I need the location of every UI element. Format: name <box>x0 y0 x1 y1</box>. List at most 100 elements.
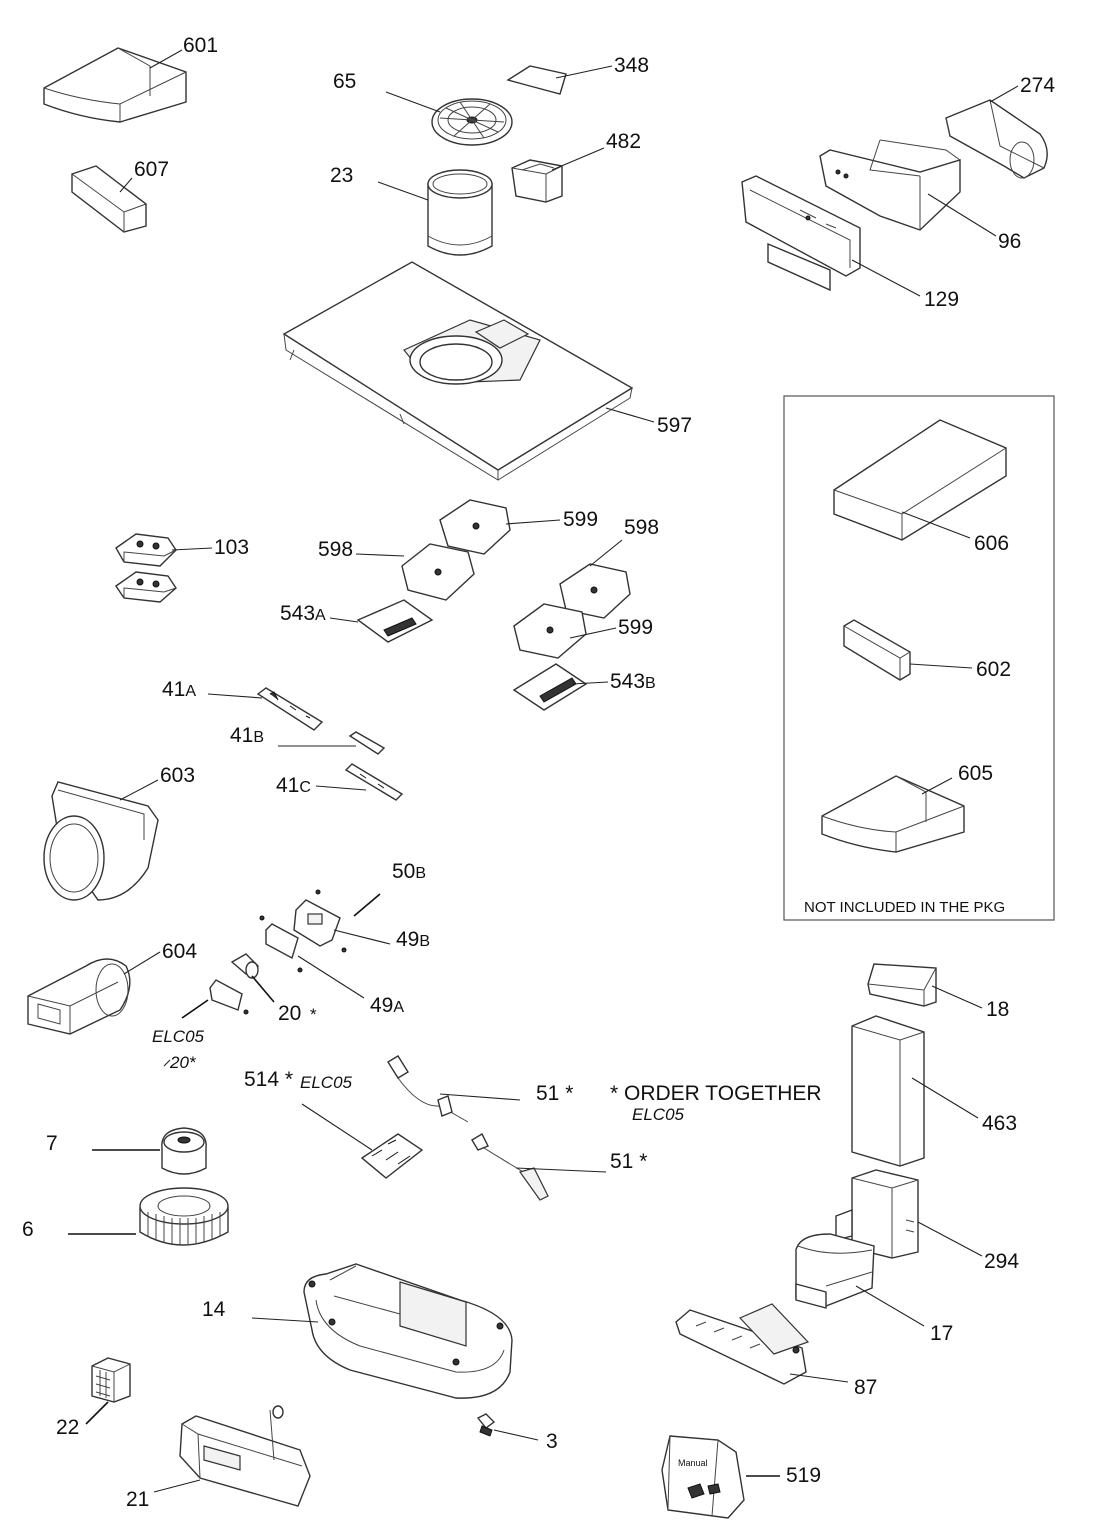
label-294: 294 <box>984 1250 1019 1273</box>
label-543b-num: 543 <box>610 670 645 693</box>
part-49-drawing <box>209 889 347 1015</box>
label-543a-num: 543 <box>280 602 315 625</box>
part-463-drawing <box>851 1015 925 1167</box>
leader-606 <box>901 511 971 539</box>
part-606-drawing <box>833 419 1007 541</box>
label-41b-num: 41 <box>230 724 253 747</box>
part-18-drawing <box>867 963 937 1007</box>
leader-103 <box>171 547 213 551</box>
leader-17 <box>855 1285 925 1327</box>
label-49b-suffix: B <box>419 933 430 950</box>
label-41c-suffix: C <box>299 779 311 796</box>
leader-463 <box>911 1077 979 1119</box>
leader-41c <box>315 785 367 791</box>
label-41a: 41A <box>162 678 196 701</box>
leader-23 <box>377 181 429 201</box>
bag-label: Manual <box>678 1458 708 1468</box>
leader-597 <box>605 407 655 423</box>
leader-21 <box>153 1479 201 1493</box>
leader-543b <box>571 681 609 685</box>
leader-49a <box>297 955 365 999</box>
leader-51b <box>515 1167 607 1173</box>
label-41c-num: 41 <box>276 774 299 797</box>
part-14-drawing <box>303 1263 513 1399</box>
label-129: 129 <box>924 288 959 311</box>
label-20-star-2: 20* <box>169 1053 197 1072</box>
leader-599a <box>505 519 561 525</box>
label-3: 3 <box>546 1430 558 1453</box>
leader-543a <box>329 617 359 623</box>
label-597: 597 <box>657 414 692 437</box>
label-41b: 41B <box>230 724 264 747</box>
label-598a: 598 <box>318 538 353 561</box>
label-50b-suffix: B <box>415 865 426 882</box>
label-601: 601 <box>183 34 218 57</box>
label-348: 348 <box>614 54 649 77</box>
part-22-drawing <box>91 1357 131 1403</box>
part-coils-drawing <box>401 499 631 659</box>
leader-602 <box>909 663 973 669</box>
part-605-drawing <box>821 775 965 853</box>
leader-598a <box>355 553 405 557</box>
leader-604 <box>123 951 161 975</box>
label-50b-num: 50 <box>392 860 415 883</box>
label-50b: 50B <box>392 860 426 883</box>
leader-601 <box>149 49 183 69</box>
part-21-drawing <box>179 1405 311 1507</box>
label-599b: 599 <box>618 616 653 639</box>
label-519: 519 <box>786 1464 821 1487</box>
label-605: 605 <box>958 762 993 785</box>
leader-599b <box>569 627 617 639</box>
label-103: 103 <box>214 536 249 559</box>
label-49a: 49A <box>370 994 404 1017</box>
label-49b-num: 49 <box>396 928 419 951</box>
label-598b: 598 <box>624 516 659 539</box>
label-463: 463 <box>982 1112 1017 1135</box>
part-543-drawing <box>356 599 588 711</box>
leader-65 <box>385 91 441 113</box>
label-23: 23 <box>330 164 353 187</box>
label-41b-suffix: B <box>253 729 264 746</box>
label-603: 603 <box>160 764 195 787</box>
label-elc05-a: ELC05 <box>152 1027 205 1046</box>
part-23-drawing <box>427 169 493 256</box>
leader-294 <box>917 1221 983 1257</box>
leader-14 <box>251 1317 319 1323</box>
part-6-drawing <box>139 1187 229 1246</box>
label-543b-suffix: B <box>645 675 656 692</box>
leader-514 <box>301 1103 373 1151</box>
leader-18 <box>931 985 983 1009</box>
part-129-drawing <box>741 175 861 292</box>
label-49b: 49B <box>396 928 430 951</box>
leader-605 <box>921 777 953 795</box>
part-96-drawing <box>819 139 961 231</box>
part-3-drawing <box>476 1413 496 1437</box>
label-599a: 599 <box>563 508 598 531</box>
leader-482 <box>551 147 605 171</box>
label-514: 514 * <box>244 1068 293 1091</box>
label-87: 87 <box>854 1376 877 1399</box>
label-51b: 51 * <box>610 1150 647 1173</box>
label-7: 7 <box>46 1132 58 1155</box>
label-274: 274 <box>1020 74 1055 97</box>
label-14: 14 <box>202 1298 226 1321</box>
part-51-drawing <box>387 1055 549 1201</box>
leader-50b <box>353 893 381 917</box>
label-18: 18 <box>986 998 1009 1021</box>
part-348-drawing <box>506 65 567 95</box>
label-elc05-c: ELC05 <box>632 1105 685 1124</box>
leader-348 <box>555 65 613 79</box>
label-606: 606 <box>974 532 1009 555</box>
part-294-drawing <box>835 1169 919 1259</box>
label-51a: 51 * <box>536 1082 573 1105</box>
label-607: 607 <box>134 158 169 181</box>
label-41a-suffix: A <box>185 683 196 700</box>
part-482-drawing <box>511 159 563 203</box>
not-included-note: NOT INCLUDED IN THE PKG <box>804 899 1005 916</box>
label-49a-num: 49 <box>370 994 393 1017</box>
label-543a-suffix: A <box>315 607 326 624</box>
not-included-box <box>783 395 1055 921</box>
part-103-drawing <box>115 533 177 603</box>
leader-41a <box>207 693 263 699</box>
part-597-drawing <box>282 261 634 481</box>
